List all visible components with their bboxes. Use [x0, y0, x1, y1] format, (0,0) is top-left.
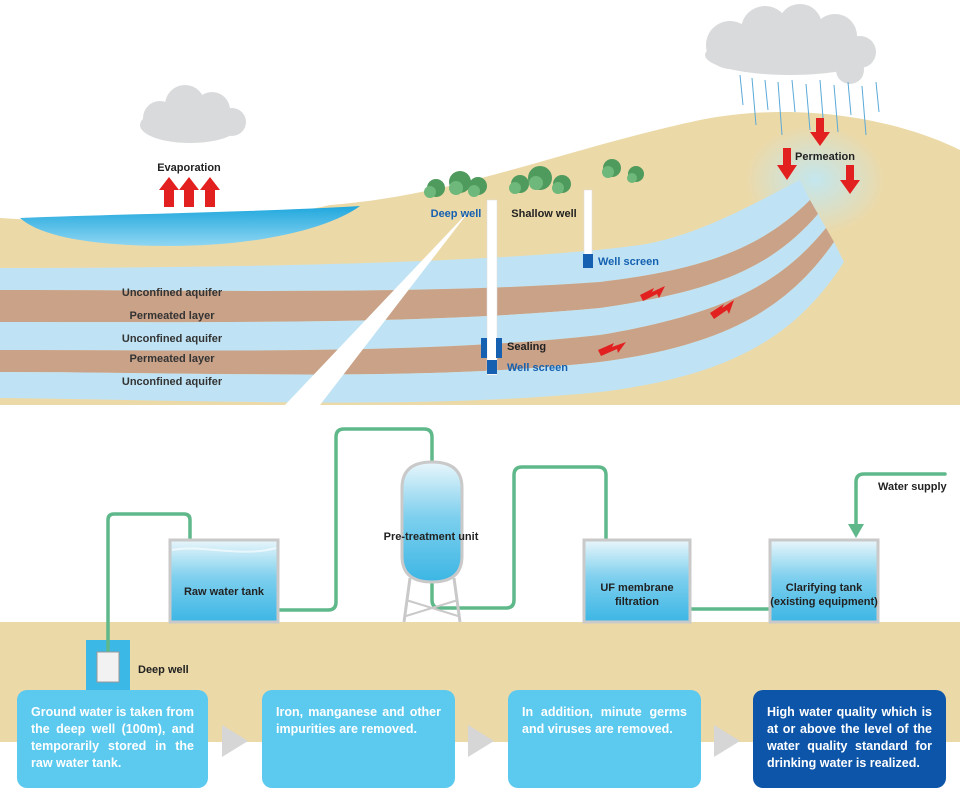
water-supply-arrowhead: [848, 524, 864, 538]
uf-membrane-tank: [582, 538, 692, 624]
clarifying-label-line2: (existing equipment): [770, 596, 878, 608]
cloud-left: [140, 85, 246, 143]
uf-label-line1: UF membrane: [600, 582, 673, 594]
aquifer-band-3: [0, 242, 844, 403]
layer-label: Unconfined aquifer: [122, 287, 223, 299]
water-supply-label: Water supply: [878, 481, 948, 493]
flow-arrows: [598, 286, 734, 356]
aquifer-band-2: [0, 214, 826, 351]
sealing-label: Sealing: [507, 341, 546, 353]
clarifying-tank: [768, 538, 880, 624]
process-well-screen: [96, 651, 120, 683]
clarifying-label-line1: Clarifying tank: [786, 582, 863, 594]
permeated-band-2: [0, 228, 834, 375]
pretreatment-unit: [400, 460, 464, 623]
permeated-band-1: [0, 200, 818, 323]
raw-water-tank-label: Raw water tank: [184, 586, 265, 598]
evaporation-label: Evaporation: [157, 162, 221, 174]
shallow-well-label: Shallow well: [511, 208, 576, 220]
rain: [739, 74, 880, 136]
evaporation-arrows: [159, 177, 220, 207]
chevron-right-icon: [714, 725, 740, 757]
shallow-well: [583, 189, 593, 268]
step-box-pretreatment: Iron, manganese and other impurities are…: [262, 690, 455, 788]
well-screen-lower-label: Well screen: [507, 362, 568, 374]
aquifer-band-1: [0, 180, 810, 291]
cloud-right: [705, 4, 876, 84]
sea: [20, 206, 360, 246]
uf-label-line2: filtration: [615, 596, 659, 608]
zoom-wedge: [285, 210, 470, 405]
step-box-intake: Ground water is taken from the deep well…: [17, 690, 208, 788]
process-deep-well-label: Deep well: [138, 664, 189, 676]
permeation-label: Permeation: [795, 151, 855, 163]
well-screen-upper-label: Well screen: [598, 256, 659, 268]
trees: [424, 159, 644, 198]
pretreatment-label: Pre-treatment unit: [384, 531, 479, 543]
permeation-arrows: [777, 118, 860, 194]
raw-water-tank: [168, 538, 280, 624]
layer-label: Permeated layer: [130, 353, 216, 365]
ground-cross-section: [0, 111, 960, 405]
deep-well: [481, 199, 502, 376]
layer-label: Unconfined aquifer: [122, 333, 223, 345]
chevron-right-icon: [468, 725, 494, 757]
deep-well-label: Deep well: [431, 208, 482, 220]
step-box-uf: In addition, minute germs and viruses ar…: [508, 690, 701, 788]
step-box-result: High water quality which is at or above …: [753, 690, 946, 788]
layer-label: Permeated layer: [130, 310, 216, 322]
chevron-right-icon: [222, 725, 248, 757]
layer-label: Unconfined aquifer: [122, 376, 223, 388]
